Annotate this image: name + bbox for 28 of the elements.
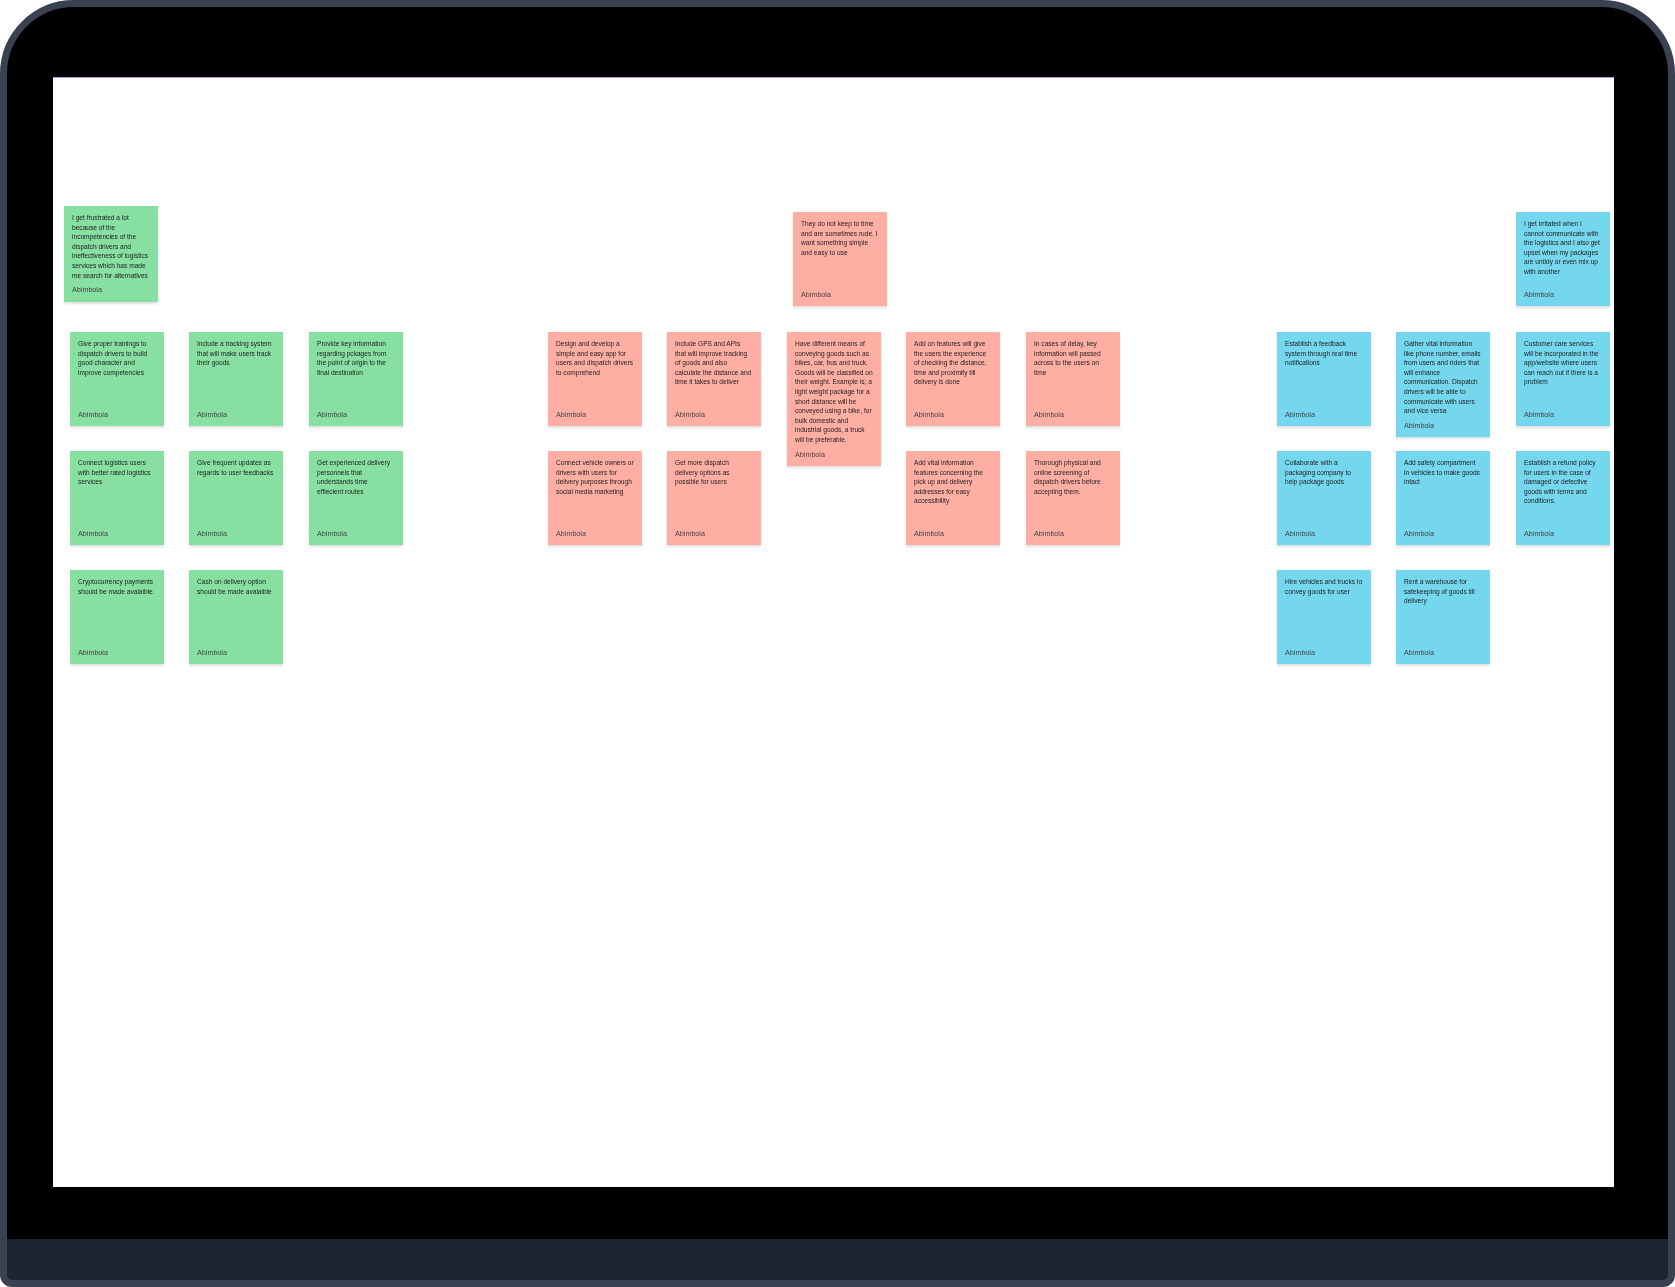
sticky-note [548, 451, 642, 545]
sticky-note [70, 332, 164, 426]
sticky-note [906, 332, 1000, 426]
sticky-note [1516, 212, 1610, 306]
sticky-note [189, 570, 283, 664]
sticky-note [1396, 451, 1490, 545]
sticky-note [189, 451, 283, 545]
sticky-note [1277, 570, 1371, 664]
sticky-note [667, 332, 761, 426]
sticky-note [70, 570, 164, 664]
sticky-note [1026, 451, 1120, 545]
sticky-note [1516, 332, 1610, 426]
sticky-note [1516, 451, 1610, 545]
sticky-note [70, 451, 164, 545]
sticky-note [1396, 570, 1490, 664]
sticky-note [309, 451, 403, 545]
sticky-note [189, 332, 283, 426]
sticky-note [1026, 332, 1120, 426]
sticky-note [548, 332, 642, 426]
sticky-note [793, 212, 887, 306]
sticky-note [309, 332, 403, 426]
sticky-note [1396, 332, 1490, 438]
sticky-note [1277, 451, 1371, 545]
sticky-note [1277, 332, 1371, 426]
sticky-note [787, 332, 881, 467]
sticky-note [64, 206, 158, 302]
sticky-note [906, 451, 1000, 545]
sticky-note [667, 451, 761, 545]
